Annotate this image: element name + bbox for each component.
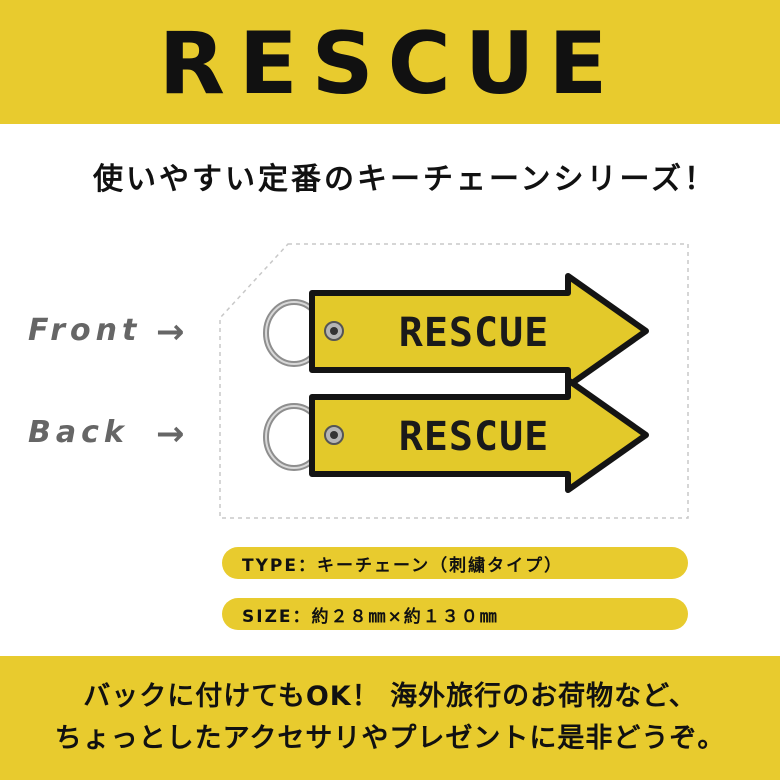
arrow-right-icon: → (156, 312, 185, 352)
spec-type: TYPE：キーチェーン（刺繍タイプ） (222, 547, 688, 579)
keychain-back: RESCUE (263, 377, 649, 493)
tag-text: RESCUE (399, 414, 550, 460)
footer-line-1: バックに付けてもOK！ 海外旅行のお荷物など、 (83, 681, 697, 712)
arrow-tag (309, 377, 649, 493)
spec-size: SIZE：約２８㎜×約１３０㎜ (222, 598, 688, 630)
tag-text: RESCUE (399, 310, 550, 356)
arrow-right-icon: → (156, 414, 185, 454)
bottom-banner: バックに付けてもOK！ 海外旅行のお荷物など、 ちょっとしたアクセサリやプレゼン… (0, 656, 780, 780)
subtitle: 使いやすい定番のキーチェーンシリーズ！ (93, 162, 717, 197)
front-label: Front (28, 313, 142, 348)
spec-size-text: SIZE：約２８㎜×約１３０㎜ (242, 606, 499, 627)
photo-frame (219, 243, 689, 519)
top-banner: RESCUE (0, 0, 780, 124)
spec-type-text: TYPE：キーチェーン（刺繍タイプ） (242, 555, 564, 576)
footer-line-2: ちょっとしたアクセサリやプレゼントに是非どうぞ。 (54, 723, 726, 754)
back-label: Back (28, 415, 129, 450)
arrow-tag (309, 273, 649, 389)
page-title: RESCUE (158, 14, 622, 114)
product-photo: RESCUE RESCUE (219, 243, 689, 519)
keychain-front: RESCUE (263, 273, 649, 389)
